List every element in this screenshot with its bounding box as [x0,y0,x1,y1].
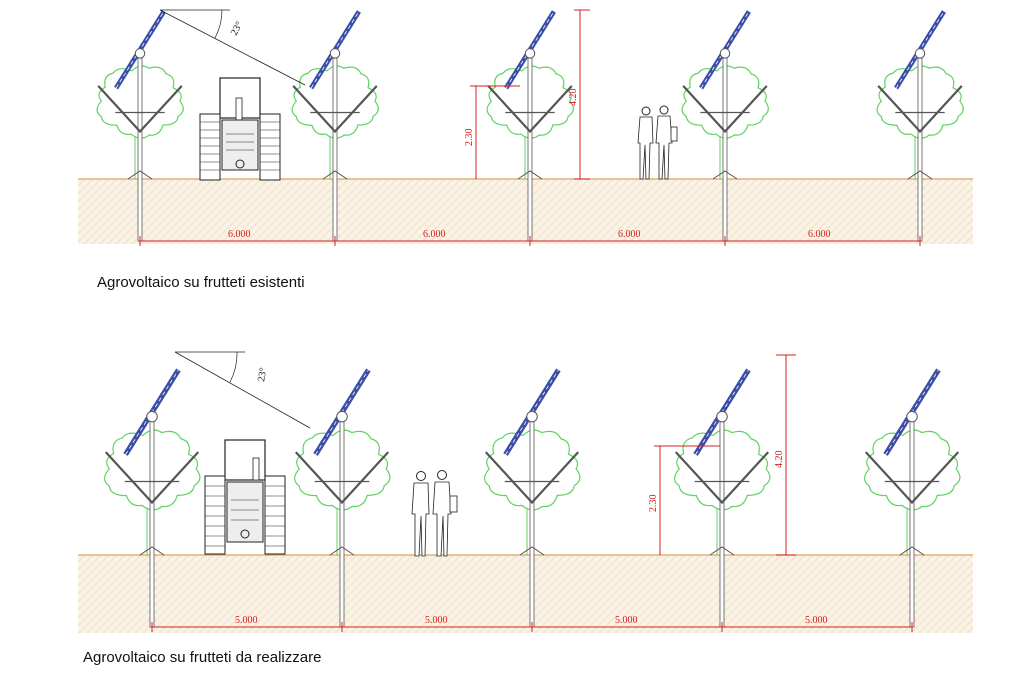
bottom-spacing-label-1: 5.000 [235,615,258,626]
bottom-spacing-label-4: 5.000 [805,615,828,626]
bottom-tracker-4 [673,368,771,628]
bottom-spacing-label-3: 5.000 [615,615,638,626]
top-tracker-3 [486,10,574,242]
bottom-spacing-dimension [151,622,913,632]
top-panel-height-label: 4.20 [568,89,579,107]
bottom-tilt-annotation: 23° [174,351,311,429]
people-icon [637,105,678,180]
top-tracker-1 [96,10,184,242]
top-tracker-5 [876,10,964,242]
top-tracker-4 [681,10,769,242]
bottom-arms-height-label: 2.30 [648,495,659,513]
tractor-icon [204,439,286,555]
bottom-height-dimensions [654,354,796,556]
top-spacing-dimension [139,236,921,246]
top-spacing-label-3: 6.000 [618,229,641,240]
top-tracker-2 [291,10,379,242]
bottom-panel-height-label: 4.20 [774,451,785,469]
top-spacing-label-2: 6.000 [423,229,446,240]
top-tilt-label: 23° [229,20,245,38]
top-section: 23° [78,9,973,291]
bottom-spacing-label-2: 5.000 [425,615,448,626]
people-icon [411,470,458,557]
bottom-tracker-3 [483,368,581,628]
top-spacing-label-4: 6.000 [808,229,831,240]
bottom-section: 23° [78,351,973,666]
bottom-caption: Agrovoltaico su frutteti da realizzare [83,649,321,666]
tractor-icon [199,77,281,181]
bottom-tracker-1 [103,368,201,628]
top-caption: Agrovoltaico su frutteti esistenti [97,274,305,291]
top-spacing-label-1: 6.000 [228,229,251,240]
top-arms-height-label: 2.30 [464,129,475,147]
bottom-tilt-label: 23° [256,367,269,383]
bottom-tracker-5 [863,368,961,628]
bottom-tracker-2 [293,368,391,628]
top-tilt-annotation: 23° [159,9,306,86]
top-height-dimensions [470,9,590,180]
